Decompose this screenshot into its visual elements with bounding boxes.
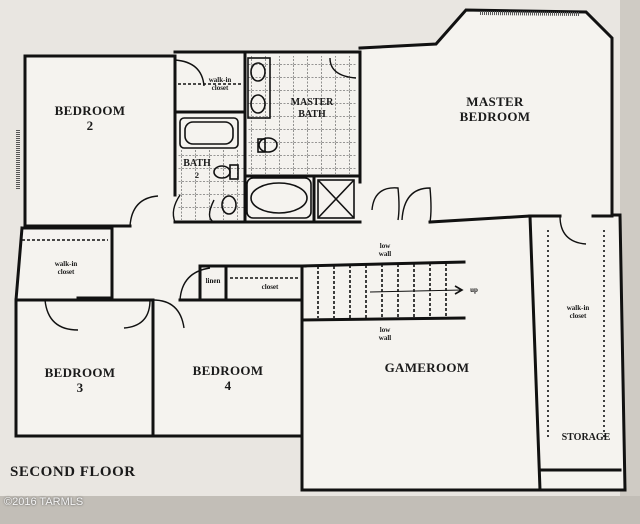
low-wall-bottom-line1: low <box>379 326 391 334</box>
low-wall-bottom-label: low wall <box>370 326 400 342</box>
low-wall-top-line2: wall <box>378 250 392 259</box>
bath-name: BATH <box>183 158 211 169</box>
linen-label: linen <box>205 277 221 285</box>
floor-title: SECOND FLOOR <box>10 464 136 480</box>
bedroom-3-number: 3 <box>76 379 84 395</box>
low-wall-bottom-line2: wall <box>378 334 392 343</box>
master-walkin-closet-label: walk-in closet <box>556 304 600 320</box>
bedroom-2-number: 2 <box>86 117 94 133</box>
bath-walkin-line1: walk-in <box>208 76 232 84</box>
master-bath-line2: BATH <box>298 108 326 120</box>
bath-number: 2 <box>195 170 199 180</box>
bedroom-4-name: BEDROOM <box>192 363 264 378</box>
master-bedroom-line2: BEDROOM <box>459 108 531 124</box>
gameroom-label: GAMEROOM <box>384 360 470 375</box>
bedroom-3-label: BEDROOM 3 <box>40 365 120 396</box>
bedroom-3-walkin-line1: walk-in <box>54 260 78 268</box>
bedroom-4-label: BEDROOM 4 <box>188 363 268 394</box>
master-bath-line1: MASTER <box>290 97 334 108</box>
master-walkin-line2: closet <box>569 312 587 321</box>
fixtures <box>16 11 605 440</box>
shadow-bottom <box>0 496 640 524</box>
low-wall-top-label: low wall <box>370 242 400 258</box>
bedroom-2-label: BEDROOM 2 <box>50 103 130 134</box>
master-walkin-line1: walk-in <box>566 304 590 312</box>
master-bath-tile <box>248 56 356 174</box>
bedroom-2-name: BEDROOM <box>54 103 126 118</box>
stairs-up-label: up <box>470 286 478 294</box>
master-bedroom-label: MASTER BEDROOM <box>448 94 542 125</box>
master-bath-label: MASTER BATH <box>286 97 338 120</box>
bath-walkin-closet-label: walk-in closet <box>198 76 242 92</box>
hall-closet-label: closet <box>261 283 279 291</box>
bedroom-3-walkin-line2: closet <box>57 268 75 277</box>
walls <box>14 8 627 492</box>
doors <box>44 57 587 331</box>
bath-label: BATH 2 <box>180 158 214 181</box>
copyright-watermark: ©2016 TARMLS <box>4 496 84 508</box>
storage-label: STORAGE <box>561 432 611 443</box>
floor-fill <box>16 10 625 490</box>
low-wall-top-line1: low <box>379 242 391 250</box>
bedroom-3-walkin-closet-label: walk-in closet <box>44 260 88 276</box>
bedroom-4-number: 4 <box>224 377 232 393</box>
master-bedroom-line1: MASTER <box>466 94 524 109</box>
shadow-right <box>620 0 640 524</box>
bath-walkin-line2: closet <box>211 84 229 93</box>
bedroom-3-name: BEDROOM <box>44 365 116 380</box>
